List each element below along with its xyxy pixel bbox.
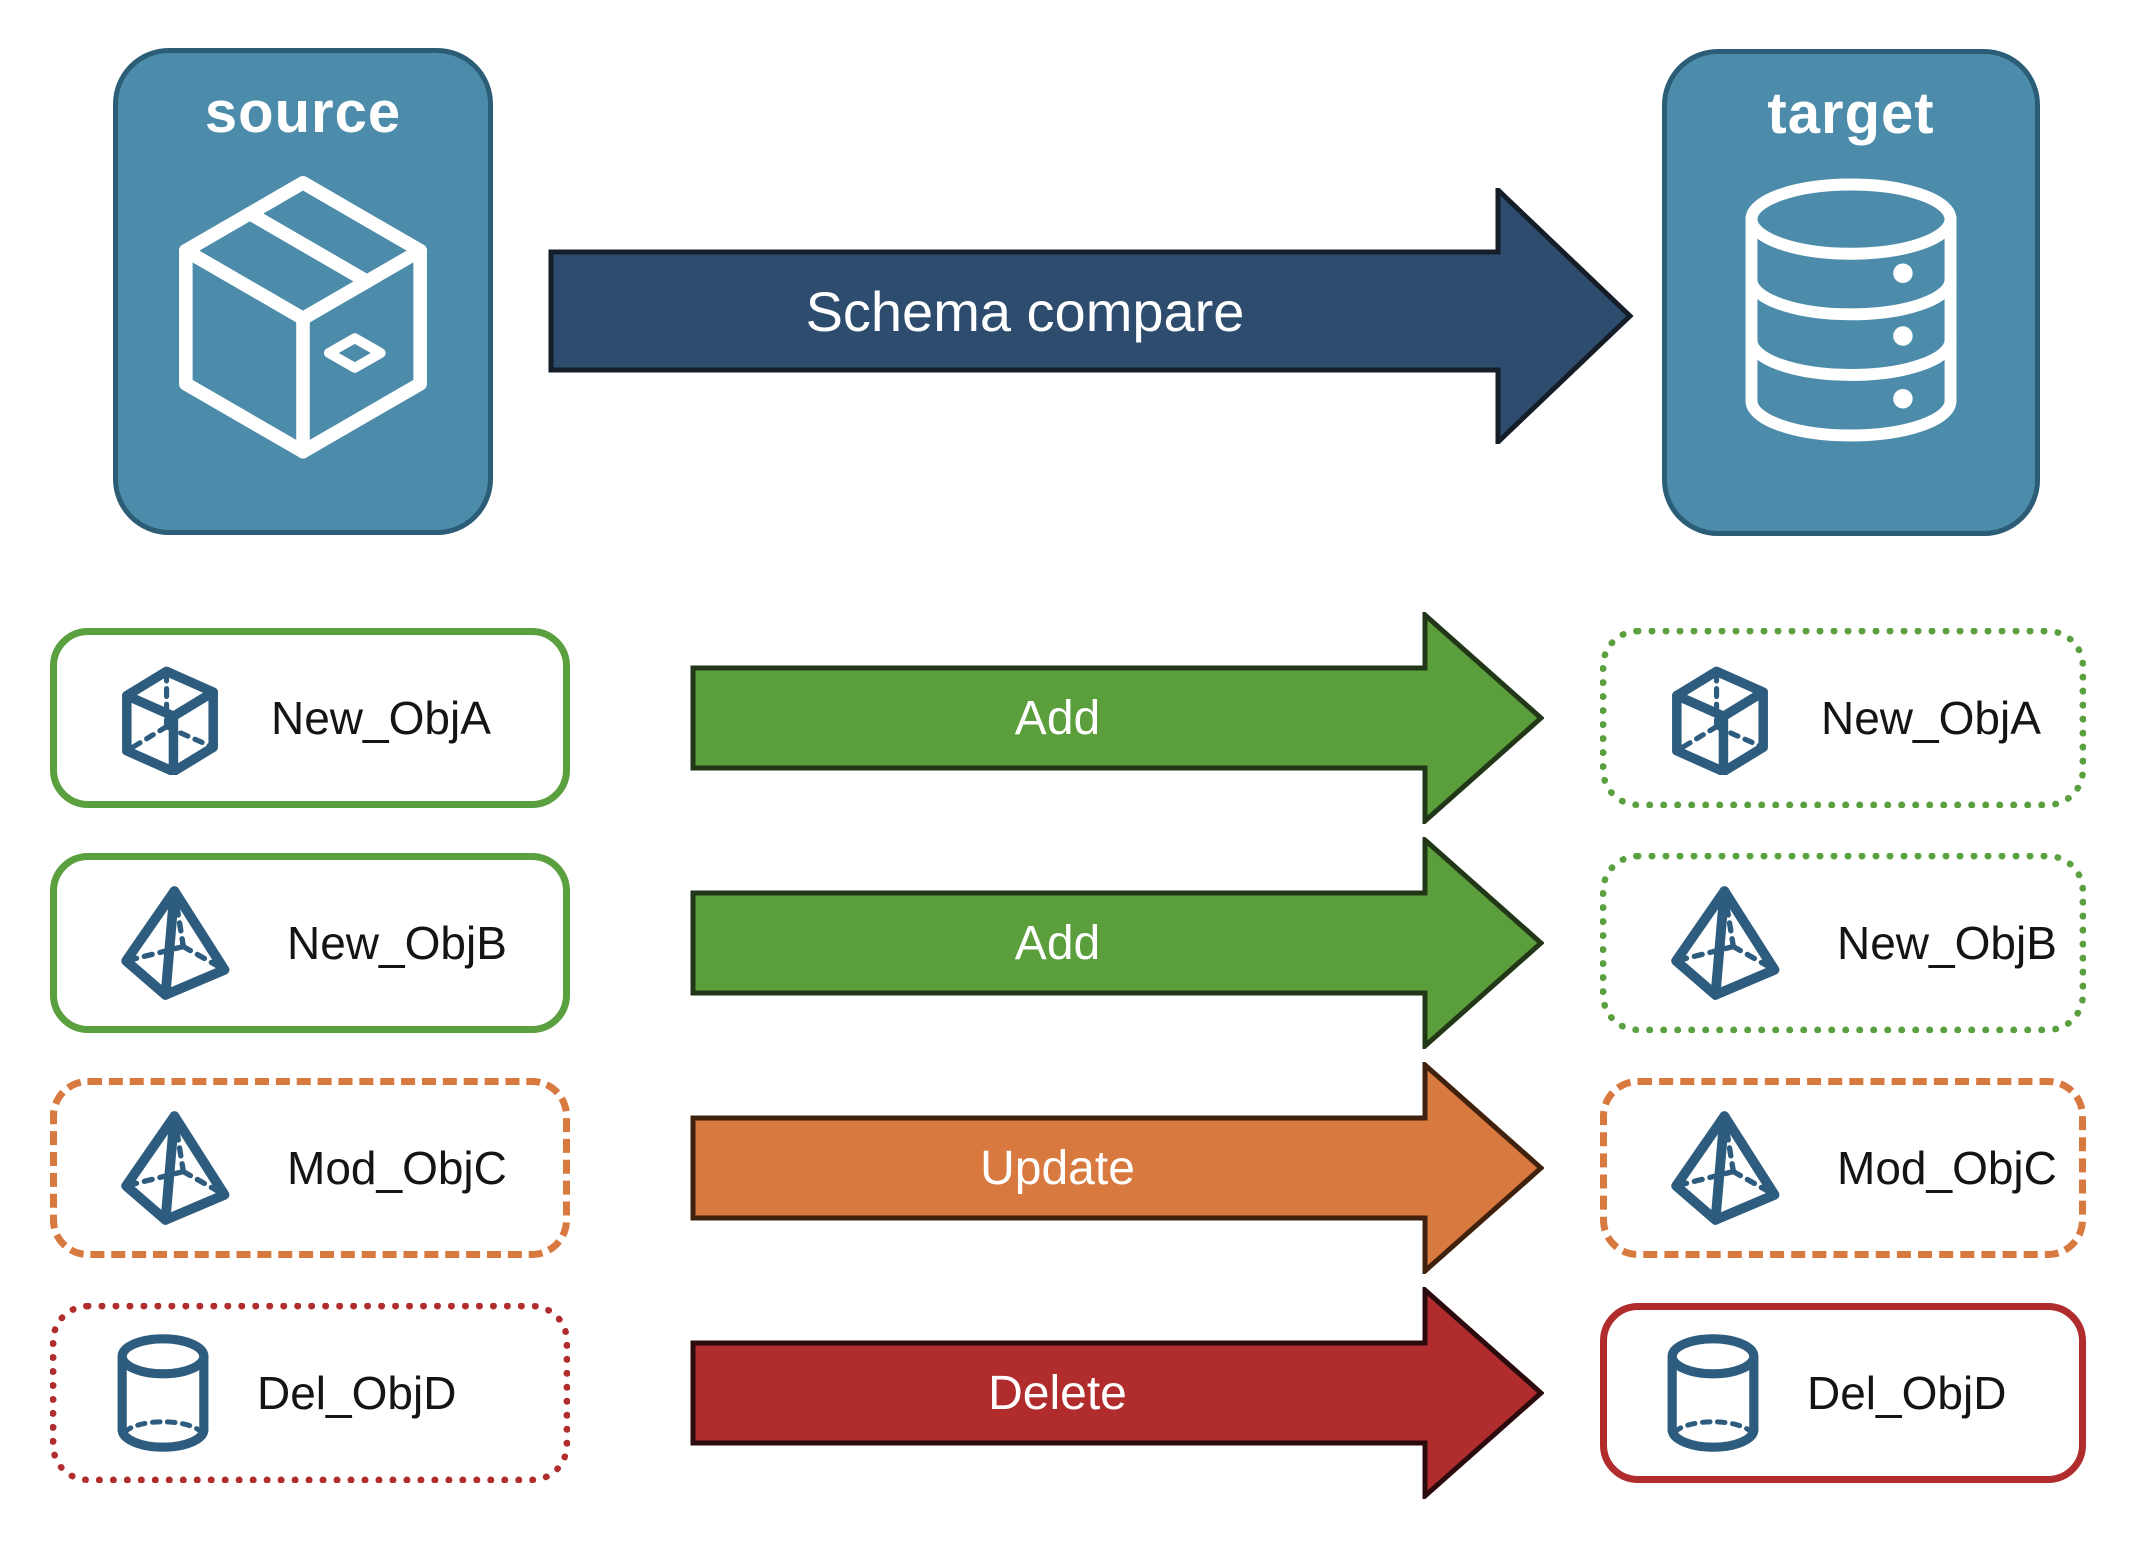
pyramid-icon — [121, 886, 230, 1000]
cylinder-icon — [117, 1334, 209, 1452]
target-object-mod-objc: Mod_ObjC — [1600, 1078, 2086, 1258]
add-arrow — [690, 837, 1544, 1049]
source-object-mod-objc: Mod_ObjC — [50, 1078, 570, 1258]
db-dot — [1893, 263, 1913, 283]
cube-icon — [122, 666, 218, 775]
source-node: source — [113, 48, 493, 535]
delete-arrow — [690, 1287, 1544, 1499]
target-object-new-obja: New_ObjA — [1600, 628, 2086, 808]
pyramid-icon — [1671, 886, 1780, 1000]
source-object-del-objd: Del_ObjD — [50, 1303, 570, 1483]
source-object-label: New_ObjB — [287, 917, 507, 969]
update-arrow — [690, 1062, 1544, 1274]
source-object-label: Del_ObjD — [257, 1367, 457, 1419]
database-icon — [1745, 178, 1957, 442]
source-node-label: source — [204, 80, 402, 145]
schema-compare-arrow — [548, 188, 1634, 444]
db-dot — [1893, 388, 1913, 409]
package-box-icon — [179, 176, 427, 459]
target-node-label: target — [1767, 81, 1935, 146]
add-arrow — [690, 612, 1544, 824]
cylinder-icon — [1667, 1334, 1759, 1452]
source-object-new-obja: New_ObjA — [50, 628, 570, 808]
target-object-label: New_ObjA — [1821, 692, 2041, 744]
cube-icon — [1672, 666, 1768, 775]
target-object-del-objd: Del_ObjD — [1600, 1303, 2086, 1483]
target-object-label: Del_ObjD — [1807, 1367, 2007, 1419]
source-object-label: Mod_ObjC — [287, 1142, 507, 1194]
source-object-new-objb: New_ObjB — [50, 853, 570, 1033]
target-node: target — [1662, 49, 2040, 536]
pyramid-icon — [121, 1111, 230, 1225]
pyramid-icon — [1671, 1111, 1780, 1225]
target-object-label: Mod_ObjC — [1837, 1142, 2057, 1194]
db-dot — [1893, 326, 1913, 346]
source-object-label: New_ObjA — [271, 692, 491, 744]
target-object-label: New_ObjB — [1837, 917, 2057, 969]
target-object-new-objb: New_ObjB — [1600, 853, 2086, 1033]
